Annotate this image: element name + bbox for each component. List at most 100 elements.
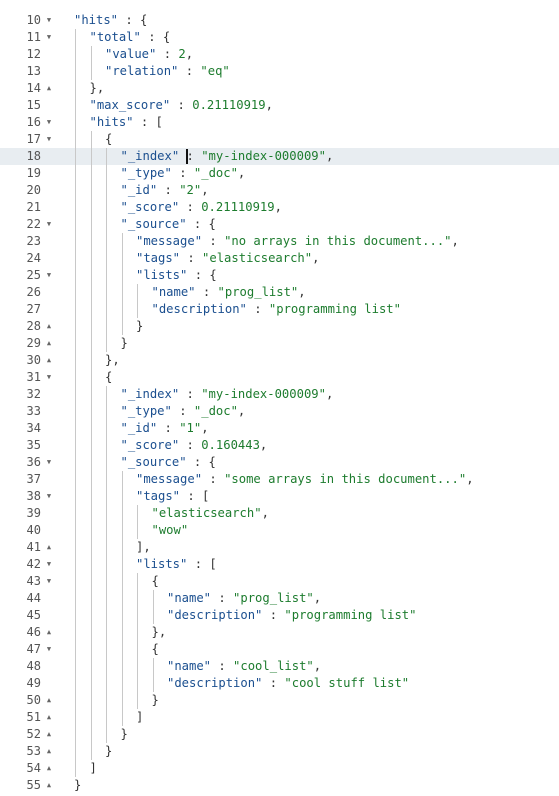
code-line[interactable]: 23"message" : "no arrays in this documen… (0, 233, 559, 250)
fold-open-icon[interactable]: ▼ (46, 16, 52, 24)
code-line[interactable]: 39 "elasticsearch", (0, 505, 559, 522)
code-line[interactable]: 14▲}, (0, 80, 559, 97)
fold-open-icon[interactable]: ▼ (46, 458, 52, 466)
code-line[interactable]: 36▼"_source" : { (0, 454, 559, 471)
code-line[interactable]: 48"name" : "cool_list", (0, 658, 559, 675)
code-text: "_score" : 0.21110919, (121, 199, 282, 216)
code-line[interactable]: 53▲} (0, 743, 559, 760)
json-punctuation: , (451, 234, 459, 248)
fold-close-icon[interactable]: ▲ (46, 543, 52, 551)
json-punctuation: { (151, 574, 159, 588)
code-line[interactable]: 11▼"total" : { (0, 29, 559, 46)
line-number: 28 (26, 319, 41, 333)
json-value: 2 (178, 47, 186, 61)
code-line[interactable]: 27"description" : "programming list" (0, 301, 559, 318)
code-line[interactable]: 12"value" : 2, (0, 46, 559, 63)
fold-open-icon[interactable]: ▼ (46, 271, 52, 279)
fold-open-icon[interactable]: ▼ (46, 645, 52, 653)
code-line[interactable]: 17▼{ (0, 131, 559, 148)
code-line[interactable]: 19"_type" : "_doc", (0, 165, 559, 182)
fold-close-icon[interactable]: ▲ (46, 628, 52, 636)
json-punctuation: : [ (187, 557, 217, 571)
code-line[interactable]: 31▼{ (0, 369, 559, 386)
json-punctuation: } (105, 744, 113, 758)
line-number: 27 (26, 302, 41, 316)
code-line[interactable]: 10▼"hits" : { (0, 12, 559, 29)
code-line[interactable]: 42▼"lists" : [ (0, 556, 559, 573)
json-punctuation: : (202, 472, 225, 486)
code-text: "elasticsearch", (152, 505, 269, 522)
code-text: } (105, 743, 112, 760)
code-line[interactable]: 25▼"lists" : { (0, 267, 559, 284)
fold-close-icon[interactable]: ▲ (46, 84, 52, 92)
code-line[interactable]: 21"_score" : 0.21110919, (0, 199, 559, 216)
json-punctuation: : (211, 591, 234, 605)
json-key: "_index" (120, 387, 180, 401)
code-line[interactable]: 33"_type" : "_doc", (0, 403, 559, 420)
code-line[interactable]: 26"name" : "prog_list", (0, 284, 559, 301)
code-line[interactable]: 44"name" : "prog_list", (0, 590, 559, 607)
json-punctuation: } (74, 778, 82, 792)
code-line[interactable]: 54▲] (0, 760, 559, 777)
code-line[interactable]: 38▼"tags" : [ (0, 488, 559, 505)
line-number: 52 (26, 727, 41, 741)
code-line[interactable]: 43▼{ (0, 573, 559, 590)
fold-close-icon[interactable]: ▲ (46, 781, 52, 789)
indent-guide (75, 29, 76, 777)
code-line[interactable]: 45"description" : "programming list" (0, 607, 559, 624)
json-punctuation: } (136, 319, 144, 333)
code-line[interactable]: 40"wow" (0, 522, 559, 539)
code-line[interactable]: 28 ▲} (0, 318, 559, 335)
code-line[interactable]: 55▲} (0, 777, 559, 794)
code-line[interactable]: 52▲} (0, 726, 559, 743)
code-line[interactable]: 49"description" : "cool stuff list" (0, 675, 559, 692)
json-punctuation: , (312, 251, 320, 265)
indent-guide (137, 573, 138, 709)
code-line[interactable]: 35"_score" : 0.160443, (0, 437, 559, 454)
fold-close-icon[interactable]: ▲ (46, 764, 52, 772)
fold-close-icon[interactable]: ▲ (46, 356, 52, 364)
fold-open-icon[interactable]: ▼ (46, 118, 52, 126)
code-line[interactable]: 46▲}, (0, 624, 559, 641)
json-punctuation: : (211, 659, 234, 673)
json-key: "tags" (136, 489, 181, 503)
code-line[interactable]: 16▼"hits" : [ (0, 114, 559, 131)
code-line[interactable]: 15"max_score" : 0.21110919, (0, 97, 559, 114)
fold-close-icon[interactable]: ▲ (46, 339, 52, 347)
fold-close-icon[interactable]: ▲ (46, 713, 52, 721)
fold-close-icon[interactable]: ▲ (46, 747, 52, 755)
fold-close-icon[interactable]: ▲ (46, 322, 52, 330)
fold-close-icon[interactable]: ▲ (46, 730, 52, 738)
fold-open-icon[interactable]: ▼ (46, 492, 52, 500)
fold-open-icon[interactable]: ▼ (46, 577, 52, 585)
code-line[interactable]: 41▲], (0, 539, 559, 556)
fold-open-icon[interactable]: ▼ (46, 560, 52, 568)
code-line[interactable]: 47▼{ (0, 641, 559, 658)
code-line[interactable]: 18"_index" : "my-index-000009", (0, 148, 559, 165)
code-line[interactable]: 37"message" : "some arrays in this docum… (0, 471, 559, 488)
fold-open-icon[interactable]: ▼ (46, 373, 52, 381)
json-punctuation: : { (186, 217, 216, 231)
code-text: } (136, 318, 143, 335)
code-line[interactable]: 34"_id" : "1", (0, 420, 559, 437)
code-line[interactable]: 51▲] (0, 709, 559, 726)
code-line[interactable]: 24"tags" : "elasticsearch", (0, 250, 559, 267)
code-line[interactable]: 50▲} (0, 692, 559, 709)
code-text: "_score" : 0.160443, (121, 437, 268, 454)
code-line[interactable]: 22▼"_source" : { (0, 216, 559, 233)
json-key: "_type" (120, 404, 172, 418)
code-line[interactable]: 30▲}, (0, 352, 559, 369)
fold-open-icon[interactable]: ▼ (46, 33, 52, 41)
code-text: "lists" : { (136, 267, 217, 284)
line-number: 40 (26, 523, 41, 537)
fold-open-icon[interactable]: ▼ (46, 135, 52, 143)
code-line[interactable]: 32"_index" : "my-index-000009", (0, 386, 559, 403)
fold-open-icon[interactable]: ▼ (46, 220, 52, 228)
code-line[interactable]: 13"relation" : "eq" (0, 63, 559, 80)
fold-close-icon[interactable]: ▲ (46, 696, 52, 704)
code-line[interactable]: 20"_id" : "2", (0, 182, 559, 199)
line-number: 14 (26, 81, 41, 95)
code-line[interactable]: 29▲} (0, 335, 559, 352)
line-number: 39 (26, 506, 41, 520)
